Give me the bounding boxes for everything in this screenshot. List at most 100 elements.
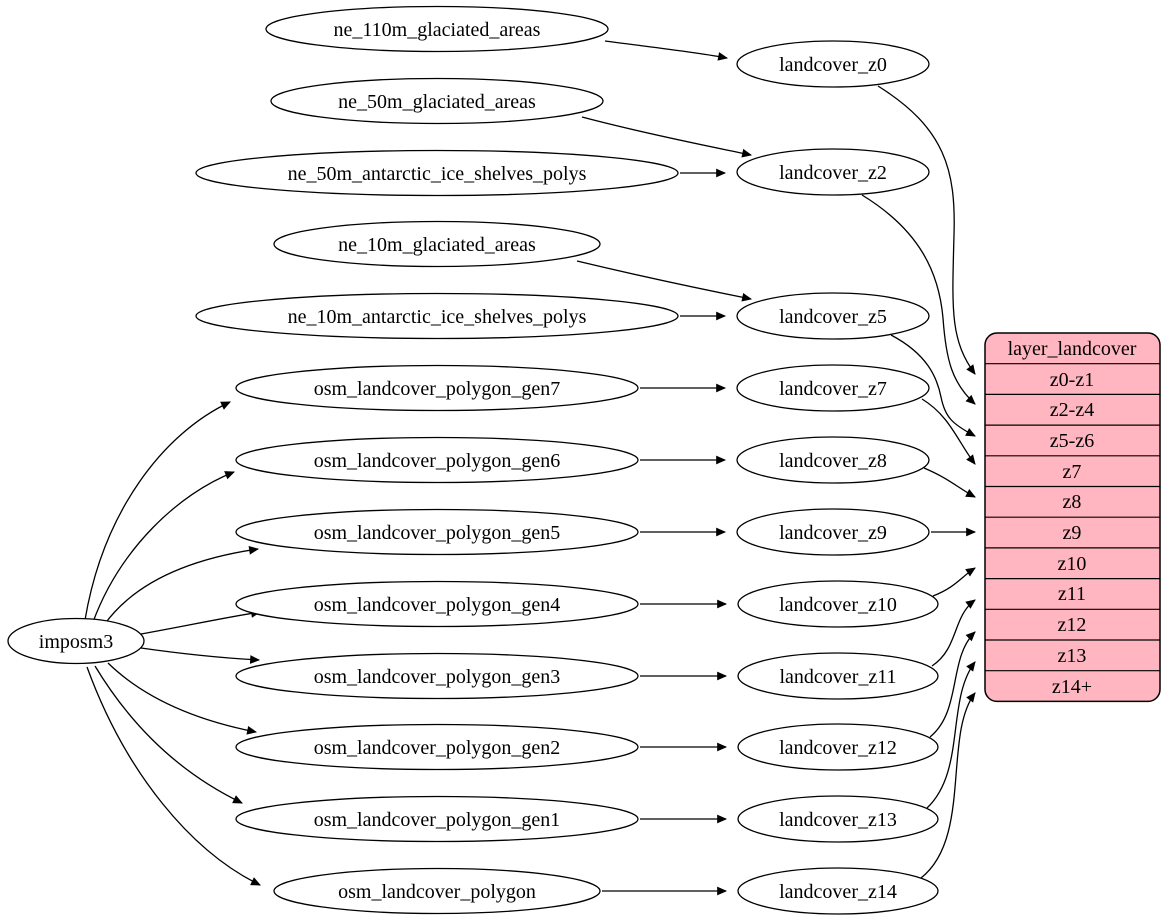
edge-landcover_z5-row-z5-z6 xyxy=(890,334,976,437)
node-landcover_z13: landcover_z13 xyxy=(737,795,939,843)
node-ne_110m_glaciated_areas: ne_110m_glaciated_areas xyxy=(265,5,609,53)
landcover_z9-label: landcover_z9 xyxy=(779,522,887,544)
osm_landcover_polygon-ellipse xyxy=(273,867,601,915)
edge-imposm3-osm_landcover_polygon xyxy=(86,666,261,886)
row-z12: z12 xyxy=(1058,614,1087,636)
node-osm_landcover_polygon_gen3: osm_landcover_polygon_gen3 xyxy=(235,652,639,700)
osm_landcover_polygon_gen6-ellipse xyxy=(235,436,639,484)
osm_landcover_polygon_gen2-ellipse xyxy=(235,723,639,771)
row-z11: z11 xyxy=(1058,583,1086,605)
node-landcover_z10: landcover_z10 xyxy=(737,580,939,628)
table-layer_landcover: layer_landcover z0-z1 z2-z4 z5-z6 z7 z8 … xyxy=(984,332,1161,703)
row-z2-z4: z2-z4 xyxy=(1050,399,1094,421)
osm_landcover_polygon_gen6-label: osm_landcover_polygon_gen6 xyxy=(314,450,561,472)
landcover_z5-label: landcover_z5 xyxy=(779,306,887,328)
edge-landcover_z14-row-z14plus xyxy=(920,692,976,879)
edge-imposm3-osm_landcover_polygon_gen1 xyxy=(94,665,243,804)
node-ne_50m_antarctic_ice_shelves_polys: ne_50m_antarctic_ice_shelves_polys xyxy=(195,149,679,197)
node-landcover_z14: landcover_z14 xyxy=(737,867,939,915)
node-osm_landcover_polygon_gen4: osm_landcover_polygon_gen4 xyxy=(235,580,639,628)
edge-imposm3-osm_landcover_polygon_gen6 xyxy=(92,471,235,623)
osm_landcover_polygon_gen4-label: osm_landcover_polygon_gen4 xyxy=(314,594,561,616)
edge-landcover_z0-row-z0-z1 xyxy=(877,85,976,375)
edge-landcover_z8-row-z8 xyxy=(923,467,976,498)
node-landcover_z0: landcover_z0 xyxy=(736,40,930,88)
ne_110m_glaciated_areas-label: ne_110m_glaciated_areas xyxy=(334,19,541,41)
landcover_z11-label: landcover_z11 xyxy=(780,666,897,688)
ne_50m_antarctic_ice_shelves_polys-label: ne_50m_antarctic_ice_shelves_polys xyxy=(288,163,587,185)
node-osm_landcover_polygon_gen5: osm_landcover_polygon_gen5 xyxy=(235,508,639,556)
ne_50m_glaciated_areas-label: ne_50m_glaciated_areas xyxy=(338,91,536,113)
edge-landcover_z2-row-z2-z4 xyxy=(861,194,976,405)
landcover_z9-ellipse xyxy=(736,508,930,556)
landcover_z7-ellipse xyxy=(736,364,930,412)
edge-ne_10m_glaciated_areas-landcover_z5 xyxy=(576,260,753,302)
node-osm_landcover_polygon: osm_landcover_polygon xyxy=(273,867,601,915)
landcover_z5-ellipse xyxy=(736,292,930,340)
node-landcover_z2: landcover_z2 xyxy=(736,148,930,196)
edge-landcover_z11-row-z11 xyxy=(931,599,976,667)
edge-imposm3-osm_landcover_polygon_gen4 xyxy=(140,609,262,635)
landcover_z13-label: landcover_z13 xyxy=(779,809,897,831)
osm_landcover_polygon_gen4-ellipse xyxy=(235,580,639,628)
edge-landcover_z10-row-z10 xyxy=(932,567,976,597)
osm_landcover_polygon_gen1-ellipse xyxy=(235,795,639,843)
landcover_z14-ellipse xyxy=(737,867,939,915)
ne_50m_glaciated_areas-ellipse xyxy=(270,77,604,125)
edge-landcover_z13-row-z13 xyxy=(926,661,976,809)
ne_50m_antarctic_ice_shelves_polys-ellipse xyxy=(195,149,679,197)
node-osm_landcover_polygon_gen1: osm_landcover_polygon_gen1 xyxy=(235,795,639,843)
ne_110m_glaciated_areas-ellipse xyxy=(265,5,609,53)
node-ne_10m_glaciated_areas: ne_10m_glaciated_areas xyxy=(273,220,601,268)
node-ne_10m_antarctic_ice_shelves_polys: ne_10m_antarctic_ice_shelves_polys xyxy=(195,292,679,340)
landcover_z0-ellipse xyxy=(736,40,930,88)
row-z5-z6: z5-z6 xyxy=(1050,430,1094,452)
edge-imposm3-osm_landcover_polygon_gen7 xyxy=(84,401,231,621)
edge-imposm3-osm_landcover_polygon_gen3 xyxy=(140,647,261,664)
osm_landcover_polygon_gen3-label: osm_landcover_polygon_gen3 xyxy=(314,666,561,688)
edge-ne_50m_glaciated_areas-landcover_z2 xyxy=(581,116,753,158)
node-landcover_z11: landcover_z11 xyxy=(737,652,939,700)
row-z10: z10 xyxy=(1058,553,1087,575)
ne_10m_antarctic_ice_shelves_polys-label: ne_10m_antarctic_ice_shelves_polys xyxy=(288,306,587,328)
landcover_z2-ellipse xyxy=(736,148,930,196)
osm_landcover_polygon_gen7-label: osm_landcover_polygon_gen7 xyxy=(314,378,561,400)
row-z14plus: z14+ xyxy=(1052,676,1092,698)
edge-imposm3-osm_landcover_polygon_gen2 xyxy=(107,662,258,735)
row-z8: z8 xyxy=(1063,491,1082,513)
osm_landcover_polygon-label: osm_landcover_polygon xyxy=(338,881,536,903)
edge-landcover_z12-row-z12 xyxy=(929,631,976,738)
row-z0-z1: z0-z1 xyxy=(1050,369,1094,391)
row-z13: z13 xyxy=(1058,645,1087,667)
osm_landcover_polygon_gen5-label: osm_landcover_polygon_gen5 xyxy=(314,522,561,544)
osm_landcover_polygon_gen5-ellipse xyxy=(235,508,639,556)
edge-imposm3-osm_landcover_polygon_gen5 xyxy=(103,545,260,626)
landcover_z8-ellipse xyxy=(736,436,930,484)
osm_landcover_polygon_gen1-label: osm_landcover_polygon_gen1 xyxy=(314,809,561,831)
imposm3-ellipse xyxy=(7,617,145,665)
edge-landcover_z7-row-z7 xyxy=(921,398,976,465)
node-imposm3: imposm3 xyxy=(7,617,145,665)
edge-ne_110m_glaciated_areas-landcover_z0 xyxy=(604,40,729,61)
landcover_z0-label: landcover_z0 xyxy=(779,54,887,76)
landcover_z2-label: landcover_z2 xyxy=(779,162,887,184)
nodes-layer: imposm3 ne_110m_glaciated_areas ne_50m_g… xyxy=(7,5,939,915)
landcover_z12-ellipse xyxy=(737,723,939,771)
osm_landcover_polygon_gen3-ellipse xyxy=(235,652,639,700)
ne_10m_glaciated_areas-label: ne_10m_glaciated_areas xyxy=(338,234,536,256)
node-landcover_z12: landcover_z12 xyxy=(737,723,939,771)
edges-layer xyxy=(84,40,977,896)
node-osm_landcover_polygon_gen7: osm_landcover_polygon_gen7 xyxy=(235,364,639,412)
layer_landcover-title: layer_landcover xyxy=(1008,338,1137,360)
landcover_z8-label: landcover_z8 xyxy=(779,450,887,472)
row-z9: z9 xyxy=(1063,522,1082,544)
node-ne_50m_glaciated_areas: ne_50m_glaciated_areas xyxy=(270,77,604,125)
landcover_z10-label: landcover_z10 xyxy=(779,594,897,616)
osm_landcover_polygon_gen2-label: osm_landcover_polygon_gen2 xyxy=(314,737,561,759)
node-osm_landcover_polygon_gen2: osm_landcover_polygon_gen2 xyxy=(235,723,639,771)
node-landcover_z9: landcover_z9 xyxy=(736,508,930,556)
ne_10m_antarctic_ice_shelves_polys-ellipse xyxy=(195,292,679,340)
landcover_z13-ellipse xyxy=(737,795,939,843)
